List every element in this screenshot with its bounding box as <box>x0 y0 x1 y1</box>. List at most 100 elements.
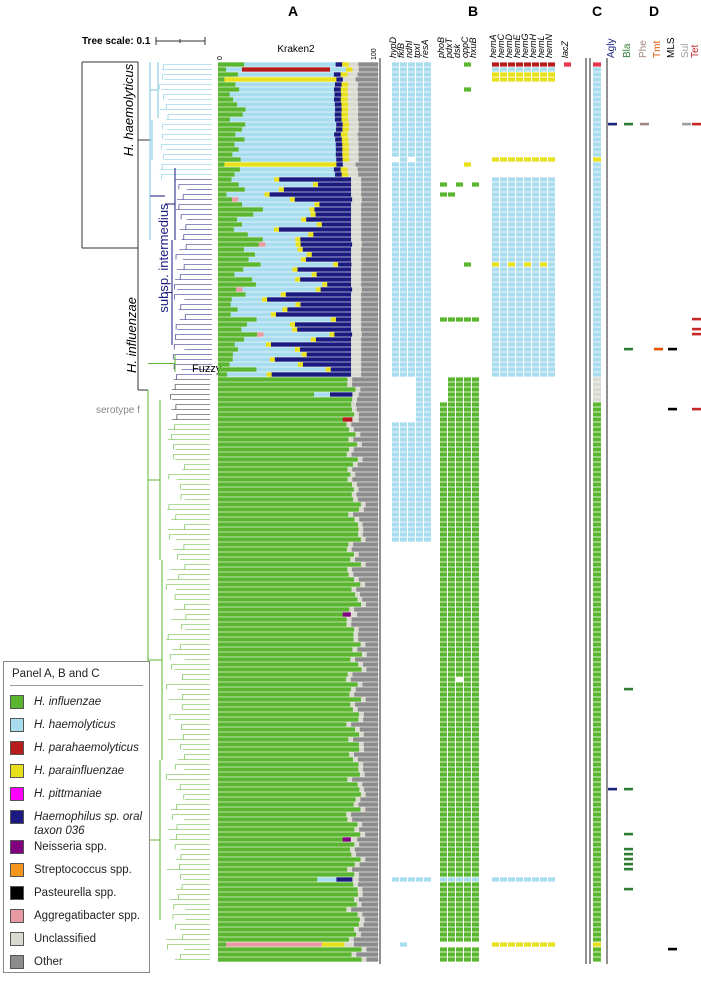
kraken-segment <box>302 247 352 252</box>
gene-cell <box>440 902 447 907</box>
kraken-segment <box>351 422 379 427</box>
gene-cell <box>448 582 455 587</box>
kraken-segment <box>351 312 362 317</box>
kraken-segment <box>342 77 356 82</box>
gene-cell <box>456 612 463 617</box>
kraken-segment <box>361 202 379 207</box>
kraken-segment <box>341 107 349 112</box>
kraken-segment <box>255 282 323 287</box>
gene-cell <box>416 172 423 177</box>
kraken-segment <box>218 807 361 812</box>
gene-cell <box>440 857 447 862</box>
kraken-segment <box>336 77 343 82</box>
gene-cell <box>464 672 471 677</box>
gene-cell <box>416 387 423 392</box>
gene-cell <box>524 182 531 187</box>
gene-cell <box>448 707 455 712</box>
gene-cell <box>448 692 455 697</box>
gene-cell <box>440 452 447 457</box>
gene-cell <box>472 712 479 717</box>
gene-cell <box>392 332 399 337</box>
gene-cell <box>424 97 431 102</box>
gene-cell <box>508 362 515 367</box>
kraken-segment <box>358 122 379 127</box>
gene-cell <box>440 552 447 557</box>
gene-cell <box>424 132 431 137</box>
kraken-axis-end: 100 <box>371 48 378 60</box>
gene-cell <box>440 947 447 952</box>
gene-cell <box>392 422 399 427</box>
gene-cell <box>464 647 471 652</box>
kraken-segment <box>282 307 288 312</box>
gene-cell <box>508 282 515 287</box>
kraken-segment <box>362 682 379 687</box>
gene-cell <box>456 777 463 782</box>
gene-cell <box>472 592 479 597</box>
panel-c-cell <box>593 162 601 167</box>
gene-cell <box>408 447 415 452</box>
kraken-segment <box>335 142 343 147</box>
gene-cell <box>500 287 507 292</box>
gene-cell <box>392 427 399 432</box>
gene-cell <box>508 192 515 197</box>
gene-cell <box>540 352 547 357</box>
gene-cell <box>424 422 431 427</box>
gene-cell <box>492 247 499 252</box>
gene-cell <box>400 237 407 242</box>
kraken-segment <box>348 737 354 742</box>
kraken-segment <box>336 162 343 167</box>
panel-c-cell <box>593 527 601 532</box>
gene-cell <box>492 877 499 882</box>
gene-cell <box>448 597 455 602</box>
gene-cell <box>392 237 399 242</box>
amr-mark <box>608 787 617 791</box>
gene-cell <box>524 332 531 337</box>
kraken-segment <box>218 662 359 667</box>
panel-b-cells <box>392 62 571 962</box>
kraken-segment <box>254 252 307 257</box>
gene-cell <box>524 272 531 277</box>
gene-cell <box>548 877 555 882</box>
legend-swatch <box>10 932 24 946</box>
legend-label: Streptococcus spp. <box>34 864 132 876</box>
gene-cell <box>408 462 415 467</box>
kraken-segment <box>346 677 352 682</box>
gene-cell <box>524 207 531 212</box>
kraken-segment <box>348 112 359 117</box>
amr-mark <box>624 687 633 691</box>
kraken-segment <box>362 782 379 787</box>
gene-cell <box>408 352 415 357</box>
gene-cell <box>408 267 415 272</box>
gene-cell <box>392 87 399 92</box>
kraken-segment <box>358 532 364 537</box>
kraken-segment <box>342 417 353 422</box>
kraken-segment <box>218 72 239 77</box>
gene-cell <box>456 632 463 637</box>
gene-cell <box>400 342 407 347</box>
gene-cell <box>448 927 455 932</box>
gene-cell <box>392 257 399 262</box>
kraken-segment <box>358 717 364 722</box>
kraken-segment <box>361 287 379 292</box>
gene-cell <box>532 237 539 242</box>
gene-cell <box>424 402 431 407</box>
gene-cell <box>448 567 455 572</box>
panel-c-cell <box>593 932 601 937</box>
gene-cell <box>472 727 479 732</box>
kraken-segment <box>357 397 379 402</box>
kraken-segment <box>218 747 360 752</box>
panel-c-cell <box>593 952 601 957</box>
gene-label: fklB <box>396 43 406 58</box>
kraken-segment <box>357 707 379 712</box>
gene-cell <box>516 252 523 257</box>
panel-c-cell <box>593 492 601 497</box>
amr-mark <box>692 327 701 331</box>
gene-cell <box>392 192 399 197</box>
kraken-segment <box>361 342 379 347</box>
gene-cell <box>456 472 463 477</box>
gene-cell <box>440 192 447 197</box>
gene-cell <box>456 447 463 452</box>
gene-cell <box>440 632 447 637</box>
panel-c-cell <box>593 497 601 502</box>
gene-cell <box>516 72 523 77</box>
